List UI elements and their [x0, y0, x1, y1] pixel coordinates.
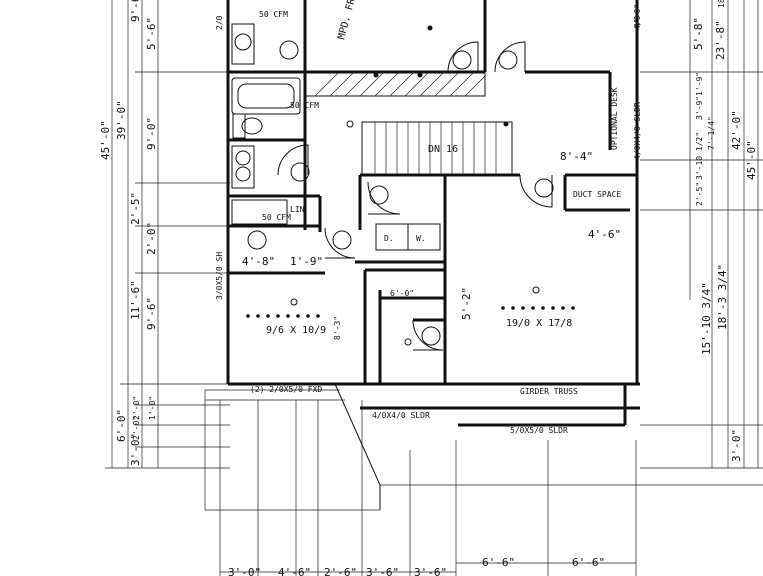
dim-right-k: 2'-5"	[695, 182, 704, 206]
dim-left-i: 1'-0"	[148, 396, 157, 420]
dim-right-a: 5'-8"	[692, 17, 705, 50]
dim-bottom-b: 4'-6"	[278, 566, 311, 576]
dim-bottom-c: 2'-6"	[324, 566, 357, 576]
exterior-steps	[205, 383, 381, 510]
dim-left-g: 9'-6"	[145, 297, 158, 330]
bottom-dimension-lines	[204, 390, 763, 576]
dim-right-j: 45'-0"	[745, 140, 758, 180]
dim-inner-d: 5'-2"	[460, 287, 473, 320]
dim-right-l: 15'-10 3/4"	[700, 282, 713, 355]
window-tag-right-top: 4/0X4/0 SLDR	[633, 102, 642, 160]
dim-left-j: 2'-0"	[132, 416, 141, 440]
dim-right-b: 23'-8"	[714, 20, 727, 60]
dim-left-c: 9'-0"	[145, 117, 158, 150]
door-swings	[277, 41, 553, 351]
dim-bottom-a: 3'-0"	[228, 566, 261, 576]
dim-right-e: 3'-9"	[695, 96, 704, 120]
note-fan-mid: 50 CFM	[290, 101, 319, 110]
room-label-great-room: 19/0 X 17/8	[506, 318, 572, 329]
dim-left-f: 11'-6"	[129, 280, 142, 320]
hatched-beam	[304, 71, 486, 97]
window-tag-left-mid: 3/0X5/0 SH	[215, 252, 224, 300]
dim-left-total: 45'-0"	[99, 120, 112, 160]
dim-left-k: 3'-0"	[129, 433, 142, 466]
bath-fixtures	[231, 23, 301, 225]
dim-right-i: 42'-0"	[730, 110, 743, 150]
dim-right-h: 3'-10 1/2"	[695, 132, 704, 180]
dim-left-a: 9'-6"	[129, 0, 142, 22]
dim-bottom-f: 6'-6"	[482, 556, 515, 569]
dim-bottom-e: 3'-6"	[414, 566, 447, 576]
note-dryer: D.	[384, 234, 394, 243]
dim-inner-b: 4'-6"	[588, 228, 621, 241]
note-washer: W.	[416, 234, 426, 243]
washer-dryer	[375, 223, 441, 251]
room-label-bedroom: 9/6 X 10/9	[266, 325, 326, 336]
dim-left-h: 2'-0"	[132, 396, 141, 420]
dim-inner-g: 1'-9"	[290, 255, 323, 268]
dim-left-d: 2'-5"	[129, 192, 142, 225]
right-dimension-lines	[640, 0, 763, 469]
note-stairs: DN 16	[428, 144, 458, 155]
note-fan-lower: 50 CFM	[262, 213, 291, 222]
window-tag-right-top2: 4/0	[633, 15, 642, 30]
dim-right-m: 18'-3 3/4"	[716, 264, 729, 330]
dim-right-g: 7'-1/4"	[707, 116, 716, 150]
window-tag-sldr-b: 5/0X5/0 SLDR	[510, 426, 568, 435]
window-tag-left-top: 2/0	[215, 15, 224, 30]
window-tag-sldr-a: 4/0X4/0 SLDR	[372, 411, 430, 420]
note-mpd-fr: MPD. FR	[336, 0, 358, 41]
dim-left-mid-a: 39'-0"	[115, 100, 128, 140]
dim-bottom-d: 3'-6"	[366, 566, 399, 576]
note-girder-truss: GIRDER TRUSS	[520, 387, 578, 396]
dim-right-c: 18'-	[717, 0, 726, 8]
note-fan-top: 50 CFM	[259, 10, 288, 19]
stair-run	[361, 121, 513, 175]
note-optional-desk: OPTIONAL DESK	[610, 87, 619, 150]
window-tag-bottom-pair: (2) 2/0X5/0 FXD	[250, 385, 322, 394]
note-lin: LIN	[290, 205, 305, 214]
note-duct-space: DUCT SPACE	[573, 190, 621, 199]
dim-inner-c: 6'-0"	[390, 289, 414, 298]
dim-left-b: 5'-6"	[145, 17, 158, 50]
ceiling-fixtures	[247, 40, 554, 346]
dim-right-n: 3'-0"	[730, 429, 743, 462]
dim-inner-f: 4'-8"	[242, 255, 275, 268]
dim-inner-a: 8'-4"	[560, 150, 593, 163]
dim-inner-e: 8'-3"	[333, 316, 342, 340]
dim-left-mid-b: 6'-0"	[115, 409, 128, 442]
walls	[226, 0, 640, 427]
dim-right-f: 1'-9"	[695, 72, 704, 96]
dim-right-d: 4'-0"	[633, 4, 642, 28]
left-dimension-lines	[105, 0, 230, 469]
dim-left-e: 2'-0"	[145, 222, 158, 255]
recessed-lights	[246, 25, 575, 346]
dim-bottom-g: 6'-6"	[572, 556, 605, 569]
